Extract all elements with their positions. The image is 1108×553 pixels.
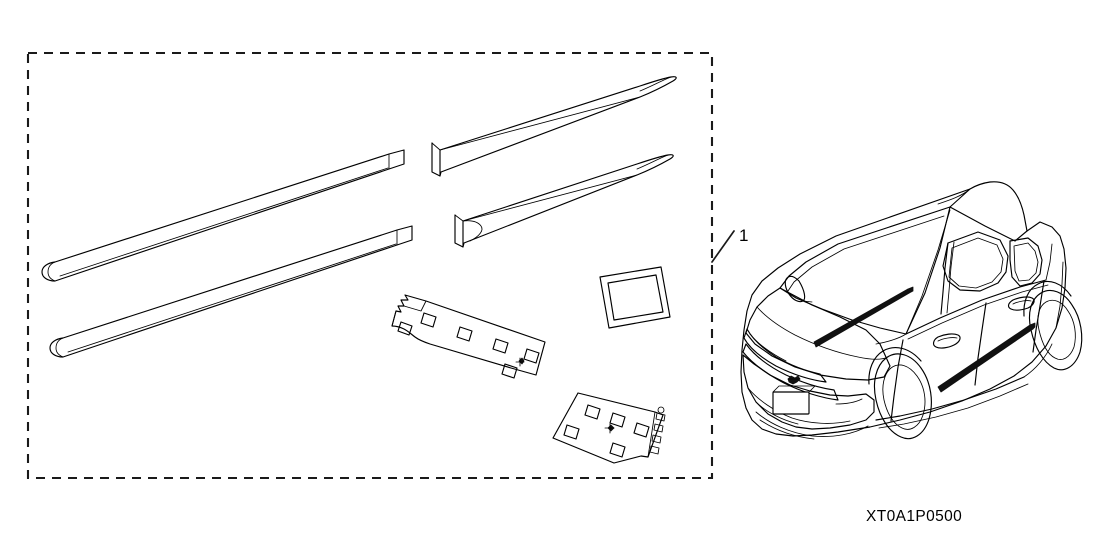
- dashed-kit-boundary: [26, 51, 714, 480]
- rear-door-handle: [1007, 296, 1035, 311]
- part-code-label: XT0A1P0500: [866, 508, 963, 525]
- rear-wheel-arch: [1023, 280, 1072, 317]
- square-gasket-frame: [599, 266, 671, 329]
- front-door-shutline: [890, 339, 904, 422]
- front-alignment-template: [391, 294, 546, 379]
- hood: [745, 287, 891, 381]
- long-door-molding-upper: [41, 149, 405, 282]
- front-door-handle: [932, 333, 961, 349]
- rear-alignment-template: [552, 392, 666, 464]
- vehicle-roof: [949, 181, 1028, 242]
- honda-emblem: [787, 375, 801, 385]
- license-plate: [772, 391, 810, 415]
- short-door-molding-upper: [431, 76, 677, 177]
- short-door-molding-lower: [454, 154, 674, 248]
- front-wheel-arch: [868, 347, 922, 385]
- headlight: [743, 328, 827, 383]
- honda-cr-v-illustration: [740, 181, 1083, 440]
- rear-door-shutline: [974, 302, 987, 386]
- vehicle-body-outline: [740, 188, 1067, 437]
- long-door-molding-lower: [49, 225, 413, 358]
- side-mirror: [784, 275, 806, 303]
- callout-number-1: 1: [739, 226, 748, 245]
- rear-quarter-glass: [1009, 237, 1043, 287]
- rear-wheel: [1028, 289, 1083, 371]
- front-wheel: [873, 353, 932, 440]
- front-door-window: [942, 231, 1009, 292]
- rocker-panel: [875, 376, 1025, 421]
- front-door-molding-installed: [813, 288, 912, 348]
- rear-door-molding-installed: [937, 324, 1034, 393]
- callout-leader-line: [711, 230, 735, 263]
